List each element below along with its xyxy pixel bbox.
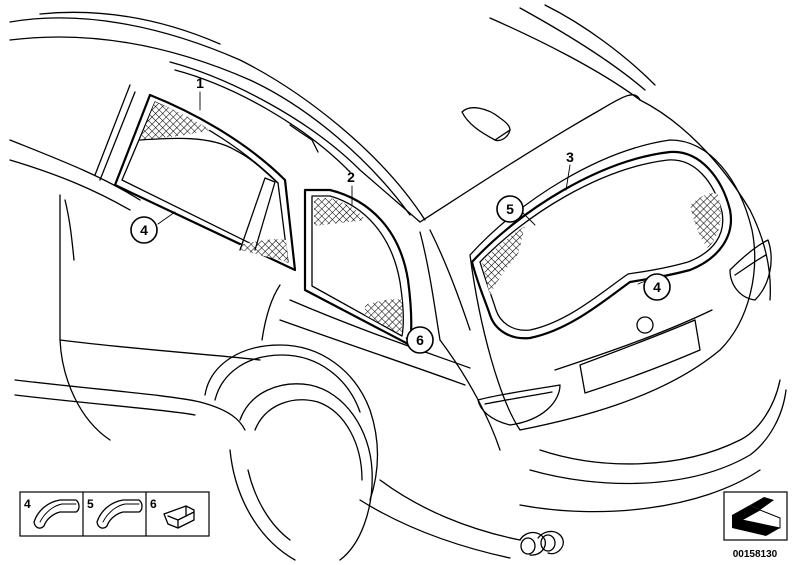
svg-text:4: 4 (24, 497, 31, 511)
clip-icon (163, 505, 195, 529)
legend-item-4: 4 (24, 497, 80, 529)
quarter-window (303, 188, 413, 347)
legend-item-6: 6 (150, 497, 195, 529)
corner-view-box: 00158130 (723, 491, 788, 560)
rear-window (470, 150, 733, 340)
callout-4-door: 4 (130, 216, 158, 244)
svg-text:1: 1 (196, 75, 204, 91)
callout-3: 3 (566, 149, 574, 165)
leader-lines (157, 91, 649, 343)
svg-text:4: 4 (140, 222, 148, 238)
svg-text:2: 2 (347, 169, 355, 185)
callout-4-tailgate: 4 (643, 273, 671, 301)
car-body (9, 4, 787, 561)
svg-text:5: 5 (506, 201, 514, 217)
callout-6: 6 (406, 326, 434, 354)
svg-text:6: 6 (416, 332, 424, 348)
svg-text:3: 3 (566, 149, 574, 165)
diagram-id: 00158130 (733, 549, 778, 560)
rear-door-window (113, 93, 297, 272)
callout-5: 5 (496, 195, 524, 223)
callout-1: 1 (196, 75, 204, 91)
svg-text:6: 6 (150, 497, 157, 511)
svg-text:5: 5 (87, 497, 94, 511)
legend: 4 5 6 (19, 491, 210, 537)
callout-2: 2 (347, 169, 355, 185)
assembly-view-icon (732, 497, 781, 536)
legend-item-5: 5 (87, 497, 143, 529)
seal-profile-icon (33, 499, 80, 529)
seal-profile-icon (96, 499, 143, 529)
svg-text:4: 4 (653, 279, 661, 295)
